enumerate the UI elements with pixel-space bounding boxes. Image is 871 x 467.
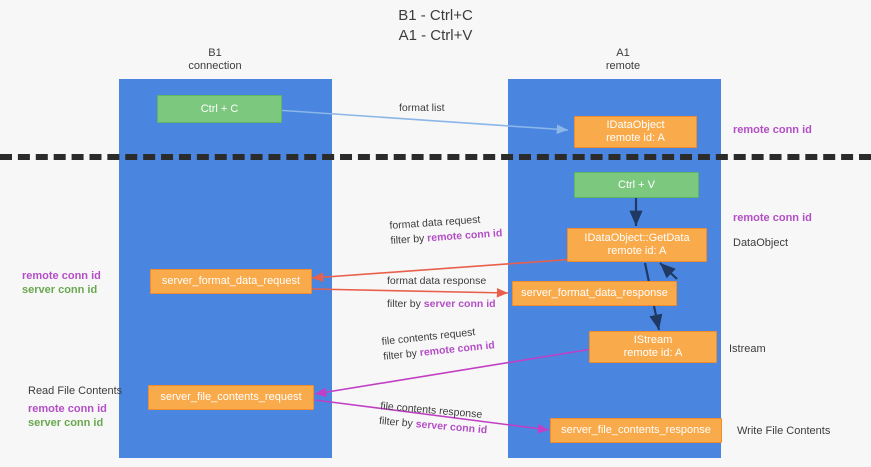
node-getdata-label: IDataObject::GetData	[584, 232, 690, 244]
filter-by-prefix-2: filter by	[387, 298, 424, 310]
annotation-dataobject: DataObject	[733, 237, 789, 249]
node-server-file-contents-response-label: server_file_contents_response	[561, 424, 711, 436]
annotation-left-server-conn-id-2: server conn id	[28, 417, 104, 429]
edge-label-format-data-response: format data response filter by server co…	[387, 274, 496, 312]
edge-label-format-data-response-line2: filter by server conn id	[387, 297, 496, 312]
node-ctrl-c-label: Ctrl + C	[200, 102, 239, 115]
filter-by-prefix-4: filter by	[378, 414, 417, 431]
annotation-left-server-conn-id: server conn id	[22, 284, 98, 296]
node-getdata[interactable]: IDataObject::GetData remote id: A	[567, 228, 707, 262]
lane-header-a1: A1 remote	[548, 47, 698, 73]
lane-a1-name: A1	[616, 47, 630, 59]
annotation-remote-conn-id-mid: remote conn id	[733, 212, 812, 224]
edge-label-format-list-text: format list	[399, 102, 445, 114]
node-server-format-data-response[interactable]: server_format_data_response	[512, 281, 677, 306]
lane-header-b1: B1 connection	[140, 47, 290, 73]
edge-label-format-data-request: format data request filter by remote con…	[389, 211, 503, 249]
node-idataobject[interactable]: IDataObject remote id: A	[574, 116, 697, 148]
annotation-left-remote-conn-id-2: remote conn id	[28, 403, 107, 415]
node-server-file-contents-request[interactable]: server_file_contents_request	[148, 385, 314, 410]
node-istream-sub: remote id: A	[623, 347, 683, 359]
node-server-format-data-response-label: server_format_data_response	[521, 287, 668, 299]
title-line-1: B1 - Ctrl+C	[398, 7, 473, 24]
lane-b1-sub: connection	[188, 60, 242, 72]
lane-b1-name: B1	[208, 47, 222, 59]
edge-label-format-list: format list	[399, 101, 445, 116]
edge-label-format-data-response-line1: format data response	[387, 275, 487, 287]
node-server-file-contents-request-label: server_file_contents_request	[160, 391, 302, 403]
annotation-left-remote-conn-id: remote conn id	[22, 270, 101, 282]
key-remote-conn-id: remote conn id	[426, 227, 503, 245]
title-line-2: A1 - Ctrl+V	[398, 27, 473, 44]
edge-label-file-contents-response: file contents response filter by server …	[378, 399, 489, 438]
annotation-remote-conn-id-top: remote conn id	[733, 124, 812, 136]
node-istream[interactable]: IStream remote id: A	[589, 331, 717, 363]
annotation-istream: Istream	[729, 343, 766, 355]
node-idataobject-sub: remote id: A	[606, 132, 665, 144]
filter-by-prefix-3: filter by	[382, 347, 421, 363]
node-server-format-data-request-label: server_format_data_request	[161, 275, 301, 287]
key-server-conn-id: server conn id	[423, 298, 496, 310]
node-getdata-sub: remote id: A	[607, 245, 667, 257]
edge-label-file-contents-request: file contents request filter by remote c…	[381, 323, 496, 365]
node-ctrl-v-label: Ctrl + V	[618, 178, 655, 191]
node-istream-label: IStream	[633, 334, 673, 346]
filter-by-prefix: filter by	[390, 232, 428, 247]
node-server-format-data-request[interactable]: server_format_data_request	[150, 269, 312, 294]
node-ctrl-c[interactable]: Ctrl + C	[157, 95, 282, 123]
annotation-read-file-contents: Read File Contents	[28, 385, 123, 397]
phase-divider	[0, 154, 871, 160]
lane-a1-sub: remote	[605, 60, 641, 72]
node-ctrl-v[interactable]: Ctrl + V	[574, 172, 699, 198]
node-idataobject-label: IDataObject	[606, 119, 665, 131]
node-server-file-contents-response[interactable]: server_file_contents_response	[550, 418, 722, 443]
page-title: B1 - Ctrl+C A1 - Ctrl+V	[0, 6, 871, 46]
annotation-write-file-contents: Write File Contents	[737, 425, 831, 437]
